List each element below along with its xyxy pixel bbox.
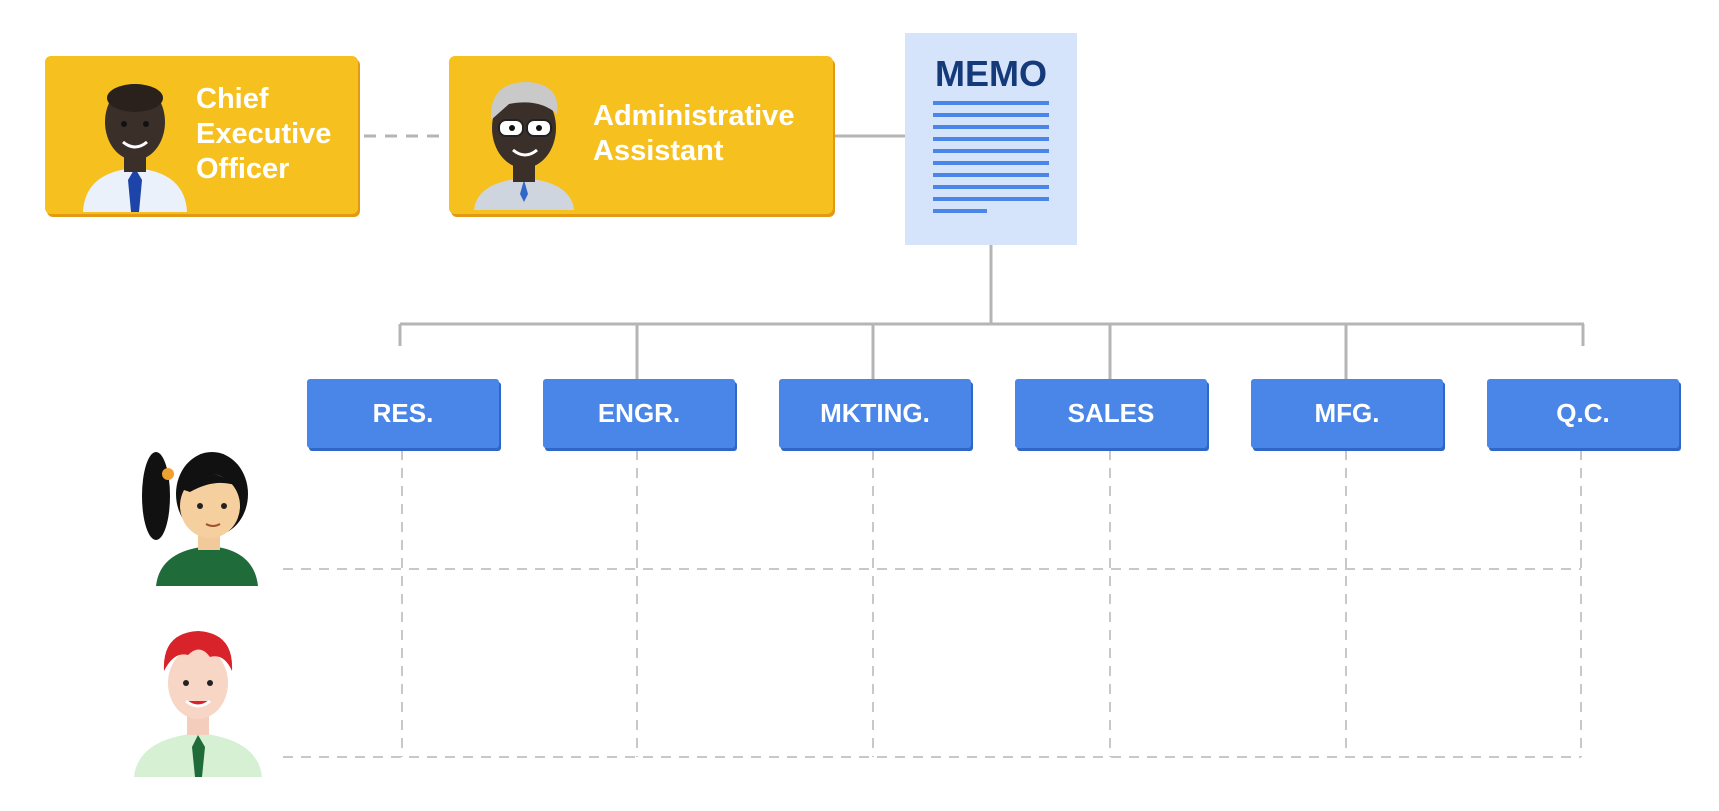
- ceo-avatar-icon: [83, 84, 187, 212]
- ceo-label: Chief Executive Officer: [196, 83, 332, 185]
- department-mkting: MKTING.: [779, 379, 971, 448]
- memo-title: MEMO: [935, 53, 1047, 94]
- ceo-box: Chief Executive Officer: [45, 56, 358, 214]
- department-res: RES.: [307, 379, 499, 448]
- department-engr: ENGR.: [543, 379, 735, 448]
- man-employee-avatar-icon: [134, 631, 262, 777]
- department-mfg: MFG.: [1251, 379, 1443, 448]
- assistant-label: Administrative Assistant: [593, 100, 795, 167]
- memo-text-lines-icon: [933, 101, 1049, 213]
- department-sales: SALES: [1015, 379, 1207, 448]
- department-qc: Q.C.: [1487, 379, 1679, 448]
- assistant-avatar-icon: [474, 82, 574, 210]
- memo-document: MEMO: [905, 33, 1077, 245]
- woman-employee-avatar-icon: [142, 452, 258, 586]
- assistant-box: Administrative Assistant: [449, 56, 833, 214]
